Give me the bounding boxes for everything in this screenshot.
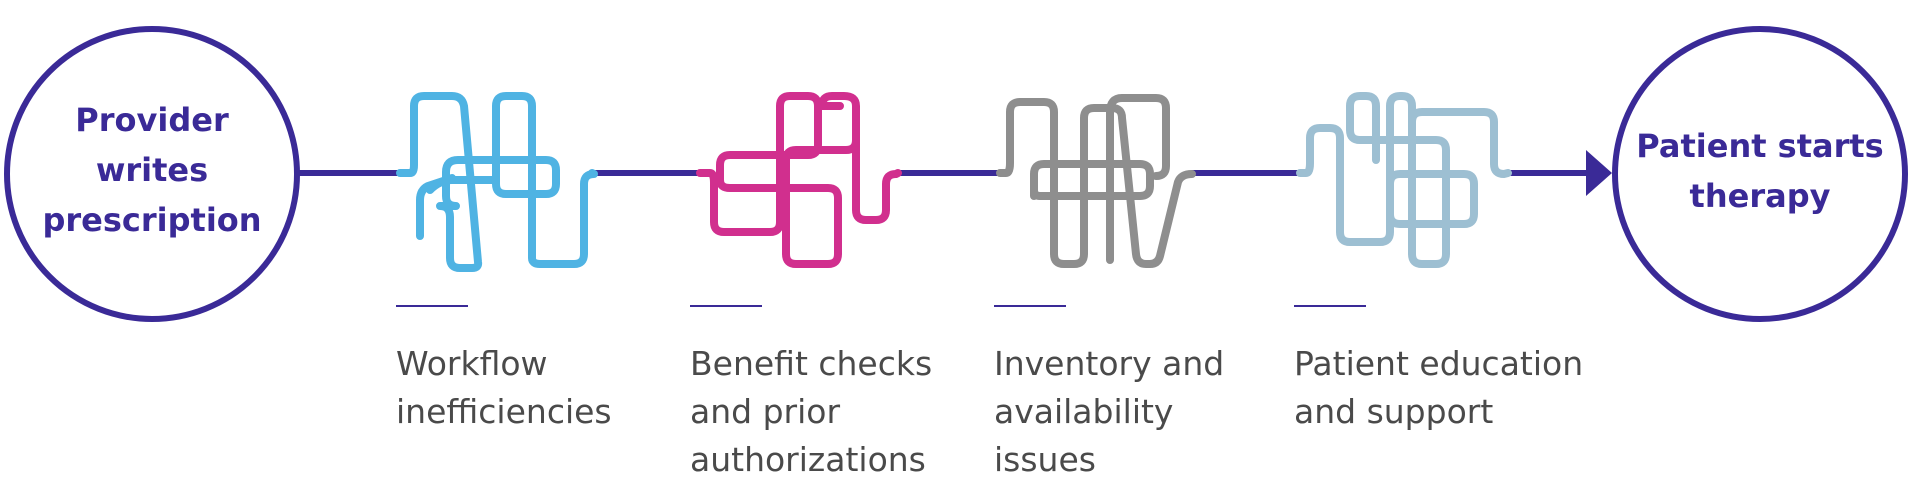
caption-line: Benefit checks xyxy=(690,344,933,383)
end-node-label-line: therapy xyxy=(1690,177,1831,215)
tangle-path xyxy=(1296,92,1512,268)
end-node-label-line: Patient starts xyxy=(1636,127,1883,165)
stage-caption-workflow: Workflow inefficiencies xyxy=(396,305,612,436)
caption-line: availability xyxy=(994,392,1174,431)
caption-rule xyxy=(1294,305,1366,307)
tangle-path xyxy=(1030,94,1170,264)
tangle-inventory xyxy=(996,94,1196,268)
caption-rule xyxy=(994,305,1066,307)
caption-line: inefficiencies xyxy=(396,392,612,431)
tangle-path xyxy=(416,174,500,240)
caption-rule xyxy=(396,305,468,307)
tangle-workflow xyxy=(396,92,598,272)
arrowhead-icon xyxy=(1586,150,1612,196)
tangle-education xyxy=(1296,92,1512,268)
caption-line: issues xyxy=(994,440,1096,479)
caption-line: Workflow xyxy=(396,344,548,383)
caption-line: Patient education xyxy=(1294,344,1584,383)
start-node-label-line: Provider xyxy=(75,101,229,139)
end-node-circle xyxy=(1612,26,1908,322)
tangle-path xyxy=(696,92,902,268)
end-node: Patient starts therapy xyxy=(1612,26,1908,322)
stage-caption-inventory: Inventory and availability issues xyxy=(994,305,1225,484)
tangle-path xyxy=(996,98,1196,268)
caption-rule xyxy=(690,305,762,307)
start-node-label-line: prescription xyxy=(42,201,261,239)
start-node: Provider writes prescription xyxy=(4,26,300,322)
tangle-benefit xyxy=(696,92,902,268)
start-node-label-line: writes xyxy=(96,151,208,189)
caption-line: authorizations xyxy=(690,440,926,479)
caption-line: Inventory and xyxy=(994,344,1225,383)
start-node-circle xyxy=(4,26,300,322)
stage-caption-benefit: Benefit checks and prior authorizations xyxy=(690,305,933,484)
caption-line: and prior xyxy=(690,392,841,431)
tangle-path xyxy=(396,92,598,272)
stage-caption-education: Patient education and support xyxy=(1294,305,1584,436)
caption-line: and support xyxy=(1294,392,1494,431)
